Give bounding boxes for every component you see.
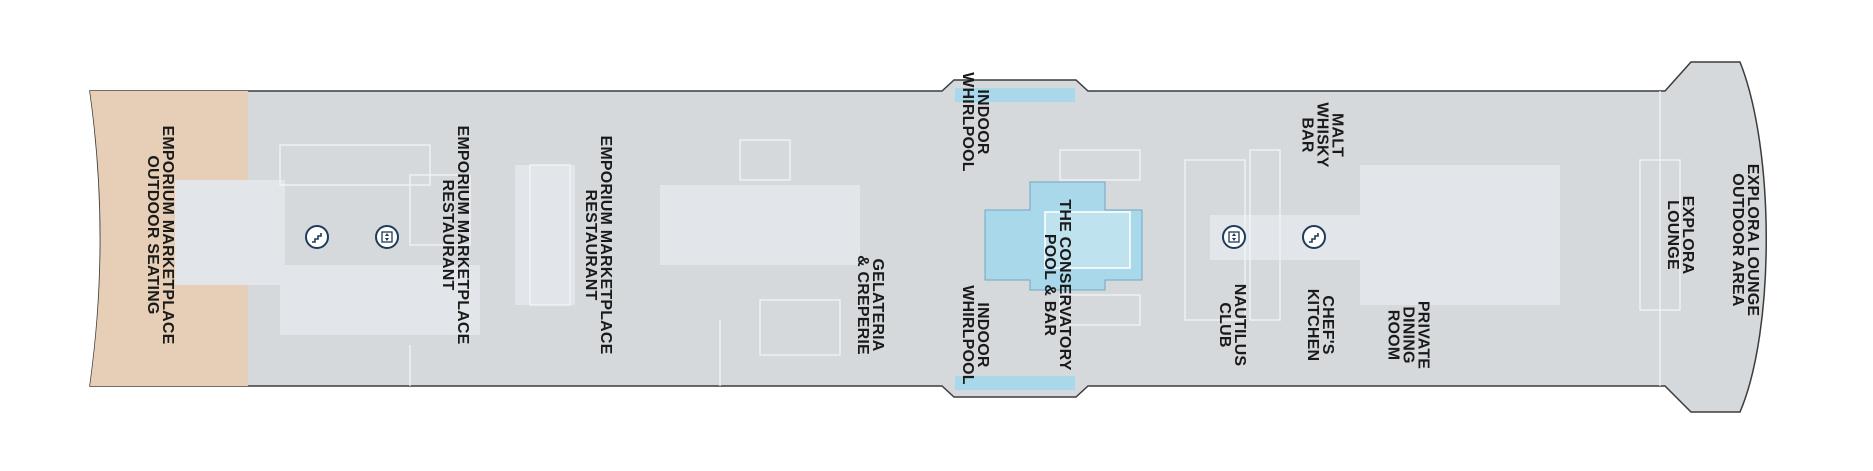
- label-emporium-restaurant-2: EMPORIUM MARKETPLACE RESTAURANT: [582, 135, 614, 355]
- label-explora-outdoor-area: EXPLORA LOUNGE OUTDOOR AREA: [1729, 163, 1761, 317]
- label-private-dining-room: PRIVATE DINING ROOM: [1384, 300, 1432, 370]
- label-explora-lounge: EXPLORA LOUNGE: [1664, 195, 1696, 275]
- label-indoor-whirlpool-bottom: INDOOR WHIRLPOOL: [959, 285, 991, 385]
- outdoor-seating-area: [90, 91, 248, 386]
- whirlpool-top-fill: [955, 88, 1075, 102]
- label-conservatory-pool-bar: THE CONSERVATORY POOL & BAR: [1041, 199, 1073, 371]
- marketplace-counter: [660, 185, 860, 265]
- label-nautilus-club: NAUTILUS CLUB: [1216, 283, 1248, 367]
- stairs-icon: [1302, 225, 1326, 249]
- restaurant-zone-1: [280, 265, 480, 335]
- label-indoor-whirlpool-top: INDOOR WHIRLPOOL: [959, 72, 991, 172]
- deck-hull: [89, 61, 1767, 413]
- restaurant-zone-2: [515, 165, 575, 305]
- pool-inner: [1044, 211, 1131, 269]
- interior-walls: [279, 91, 1681, 386]
- label-emporium-outdoor-seating: EMPORIUM MARKETPLACE OUTDOOR SEATING: [144, 125, 176, 345]
- whirlpool-bottom-fill: [955, 376, 1075, 390]
- label-malt-whisky-bar: MALT WHISKY BAR: [1298, 102, 1346, 168]
- stairs-icon: [305, 225, 329, 249]
- label-gelateria: GELATERIA & CREPERIE: [854, 255, 886, 355]
- label-chefs-kitchen: CHEF'S KITCHEN: [1304, 288, 1336, 362]
- marketplace-floor: [175, 180, 285, 285]
- label-emporium-restaurant-1: EMPORIUM MARKETPLACE RESTAURANT: [439, 125, 471, 345]
- elevator-icon: [375, 225, 399, 249]
- elevator-icon: [1222, 225, 1246, 249]
